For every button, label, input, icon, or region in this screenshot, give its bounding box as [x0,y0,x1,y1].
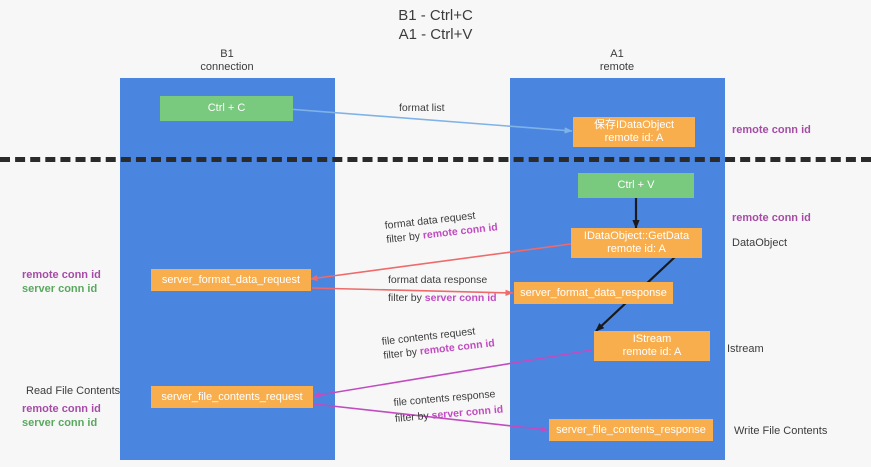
box-istream-line1: IStream [632,333,672,345]
lane-header-a1-name: A1 [610,48,624,60]
box-getdata-line1: IDataObject::GetData [583,230,690,242]
box-idataobject-getdata[interactable]: IDataObject::GetData remote id: A [571,228,702,258]
note-istream-text: Istream [727,343,764,355]
edge-label-file-contents-response: file contents response filter by server … [393,387,504,426]
box-server-format-data-request-label: server_format_data_request [161,273,301,286]
title-line-1: B1 - Ctrl+C [398,7,473,24]
box-server-file-contents-request[interactable]: server_file_contents_request [151,386,313,408]
box-save-idataobject-line2: remote id: A [604,132,664,144]
edge-label-format-data-response-text: format data response [388,274,488,286]
note-read-file-contents-text: Read File Contents [26,385,121,397]
filter-prefix: filter by [394,409,433,425]
note-left-conn-ids-2: remote conn id server conn id [22,402,101,430]
box-ctrl-c[interactable]: Ctrl + C [160,96,293,121]
box-ctrl-v[interactable]: Ctrl + V [578,173,694,198]
filter-prefix: filter by [382,345,421,362]
note-istream: Istream [727,342,764,356]
box-ctrl-v-label: Ctrl + V [617,179,655,191]
box-save-idataobject-line1: 保存IDataObject [593,119,675,131]
edge-label-format-list-text: format list [399,102,445,114]
note-write-file-contents: Write File Contents [734,424,827,438]
filter-prefix: filter by [388,292,425,304]
note-left-remote-conn-id-2: remote conn id [22,403,101,415]
edge-label-format-data-request: format data request filter by remote con… [384,206,498,247]
edge-label-format-data-response: format data response filter by server co… [388,273,497,305]
note-remote-conn-id-top-text: remote conn id [732,124,811,136]
box-server-format-data-response-label: server_format_data_response [520,286,667,299]
note-dataobject-text: DataObject [732,237,788,249]
box-server-file-contents-response[interactable]: server_file_contents_response [549,419,713,441]
lane-header-b1-sub: connection [200,61,254,73]
filter-key-server-conn-id: server conn id [431,403,504,422]
note-read-file-contents: Read File Contents [26,384,120,398]
note-left-server-conn-id: server conn id [22,283,98,295]
note-dataobject: DataObject [732,236,787,250]
note-remote-conn-id-mid: remote conn id [732,211,811,225]
box-istream[interactable]: IStream remote id: A [594,331,710,361]
note-remote-conn-id-mid-text: remote conn id [732,212,811,224]
box-save-idataobject[interactable]: 保存IDataObject remote id: A [573,117,695,147]
page-title: B1 - Ctrl+C A1 - Ctrl+V [0,6,871,44]
note-remote-conn-id-top: remote conn id [732,123,811,137]
lane-header-b1: B1 connection [127,48,327,74]
lane-header-a1: A1 remote [517,48,717,74]
box-ctrl-c-label: Ctrl + C [207,102,246,114]
phase-divider [0,157,871,162]
edge-label-format-data-response-filter: filter by server conn id [388,291,497,305]
box-server-file-contents-response-label: server_file_contents_response [556,423,706,436]
edge-label-format-list: format list [399,101,445,115]
note-left-conn-ids: remote conn id server conn id [22,268,101,296]
filter-key-server-conn-id: server conn id [424,292,497,304]
note-left-remote-conn-id: remote conn id [22,269,101,281]
title-line-2: A1 - Ctrl+V [398,26,473,43]
lane-header-b1-name: B1 [220,48,234,60]
box-server-file-contents-request-label: server_file_contents_request [161,390,303,403]
filter-prefix: filter by [385,229,424,246]
box-getdata-line2: remote id: A [607,243,666,255]
box-server-format-data-request[interactable]: server_format_data_request [151,269,311,291]
edge-label-file-contents-request: file contents request filter by remote c… [381,322,495,363]
box-istream-line2: remote id: A [622,346,682,358]
lane-header-a1-sub: remote [599,61,635,73]
note-left-server-conn-id-2: server conn id [22,417,98,429]
note-write-file-contents-text: Write File Contents [734,425,828,437]
box-server-format-data-response[interactable]: server_format_data_response [514,282,673,304]
